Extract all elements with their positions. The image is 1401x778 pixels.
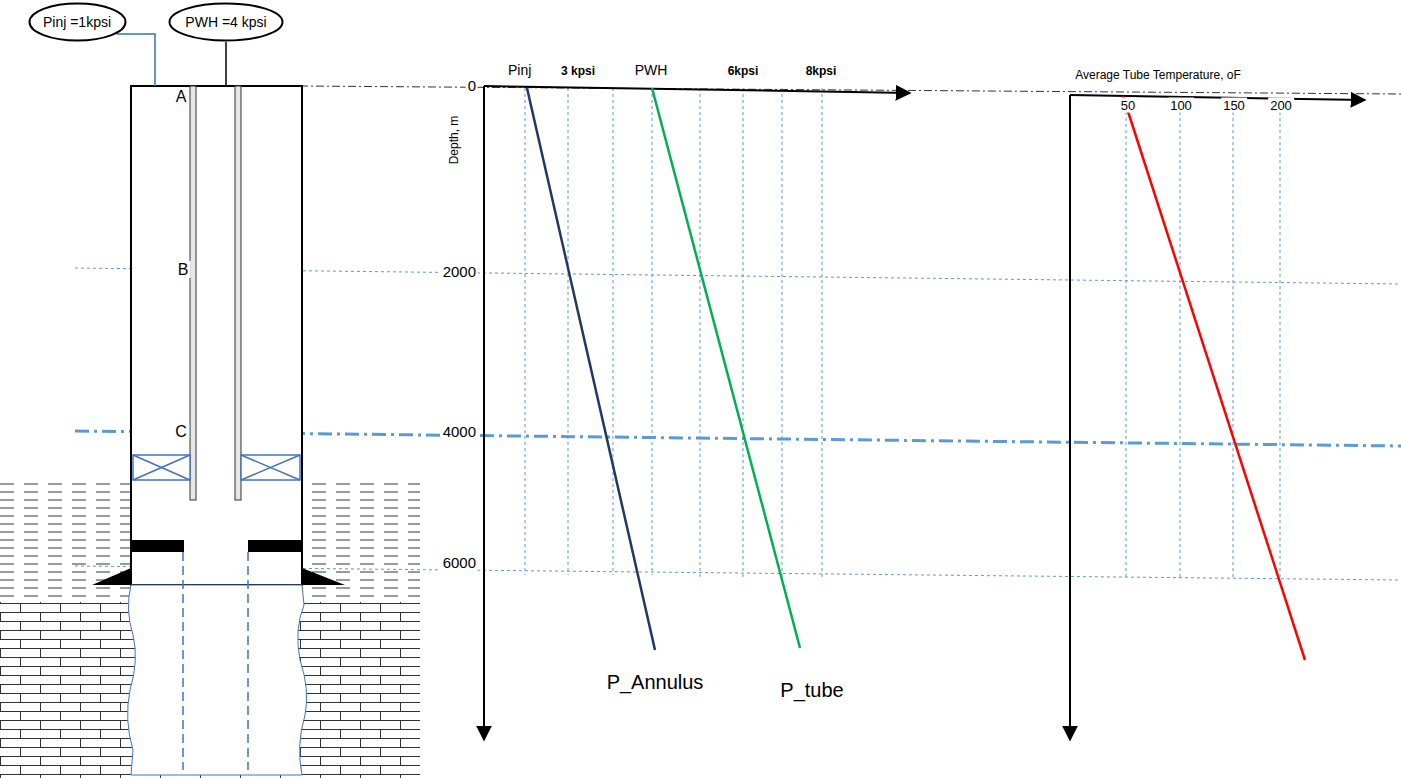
point-label-text: B — [176, 261, 191, 278]
casing — [131, 86, 302, 585]
injection-line — [117, 34, 155, 86]
axis-tick: 150 — [1221, 99, 1247, 114]
tubing-wall — [190, 86, 196, 500]
wellhead-line — [225, 42, 227, 86]
liner — [247, 552, 249, 770]
point-label: C — [173, 423, 189, 441]
tubing-wall — [235, 86, 241, 500]
axis-tick: 100 — [1168, 99, 1194, 114]
temperature-axis — [1070, 95, 1365, 100]
axis-tick: 4000 — [441, 423, 478, 440]
axis-tick-text: Pinj — [508, 62, 531, 78]
series-label-text: P_tube — [780, 679, 843, 701]
wellhead-gauge: PWH =4 kpsi — [168, 2, 284, 42]
tube-pressure-line — [652, 88, 800, 648]
axis-tick-text: 8kpsi — [806, 64, 837, 78]
series-label: P_Annulus — [607, 671, 704, 694]
axis-tick: 8kpsi — [806, 65, 837, 79]
liner — [182, 552, 184, 770]
casing-shoe — [302, 568, 345, 585]
axis-title-text: Average Tube Temperature, oF — [1075, 68, 1241, 82]
axis-tick: PWH — [635, 62, 668, 78]
point-label: B — [176, 261, 191, 279]
axis-tick-text: 6kpsi — [728, 64, 759, 78]
axis-tick: 0 — [466, 77, 478, 94]
pressure-axis — [484, 86, 910, 93]
axis-tick-text: 3 kpsi — [561, 64, 595, 78]
axis-tick-text: 0 — [466, 77, 478, 94]
axis-tick: 6000 — [441, 554, 478, 571]
point-label: A — [174, 88, 189, 106]
packer — [133, 455, 300, 480]
axis-title: Depth, m — [448, 116, 462, 165]
plate — [248, 540, 302, 552]
axis-tick-text: 2000 — [441, 263, 478, 280]
axis-tick-text: PWH — [635, 62, 668, 78]
axis-tick-text: 200 — [1268, 98, 1294, 113]
series-label-text: P_Annulus — [607, 671, 704, 693]
depth-axis — [483, 86, 485, 740]
temperature-line — [1123, 96, 1305, 660]
axis-tick-text: 50 — [1119, 98, 1137, 113]
axis-tick: 6kpsi — [728, 65, 759, 79]
point-label-text: A — [174, 88, 189, 105]
axis-tick-text: 150 — [1221, 98, 1247, 113]
plate — [132, 540, 184, 552]
gauge-label: Pinj =1kpsi — [43, 14, 111, 30]
axis-tick: Pinj — [508, 62, 531, 78]
axis-tick-text: 100 — [1168, 98, 1194, 113]
grid-line — [525, 88, 822, 578]
axis-tick: 50 — [1119, 99, 1137, 114]
open-hole — [128, 585, 307, 775]
series-label: P_tube — [780, 679, 843, 702]
injection-gauge: Pinj =1kpsi — [28, 2, 127, 42]
gauge-label: PWH =4 kpsi — [185, 14, 266, 30]
axis-title: Average Tube Temperature, oF — [1075, 69, 1241, 83]
axis-tick-text: 6000 — [441, 554, 478, 571]
axis-tick: 2000 — [441, 263, 478, 280]
annulus-pressure-line — [527, 88, 655, 650]
axis-tick: 3 kpsi — [561, 65, 595, 79]
depth-axis — [1069, 95, 1071, 740]
axis-title-text: Depth, m — [447, 116, 461, 165]
casing-shoe — [92, 568, 131, 585]
axis-tick-text: 4000 — [441, 423, 478, 440]
axis-tick: 200 — [1268, 99, 1294, 114]
point-label-text: C — [173, 423, 189, 440]
